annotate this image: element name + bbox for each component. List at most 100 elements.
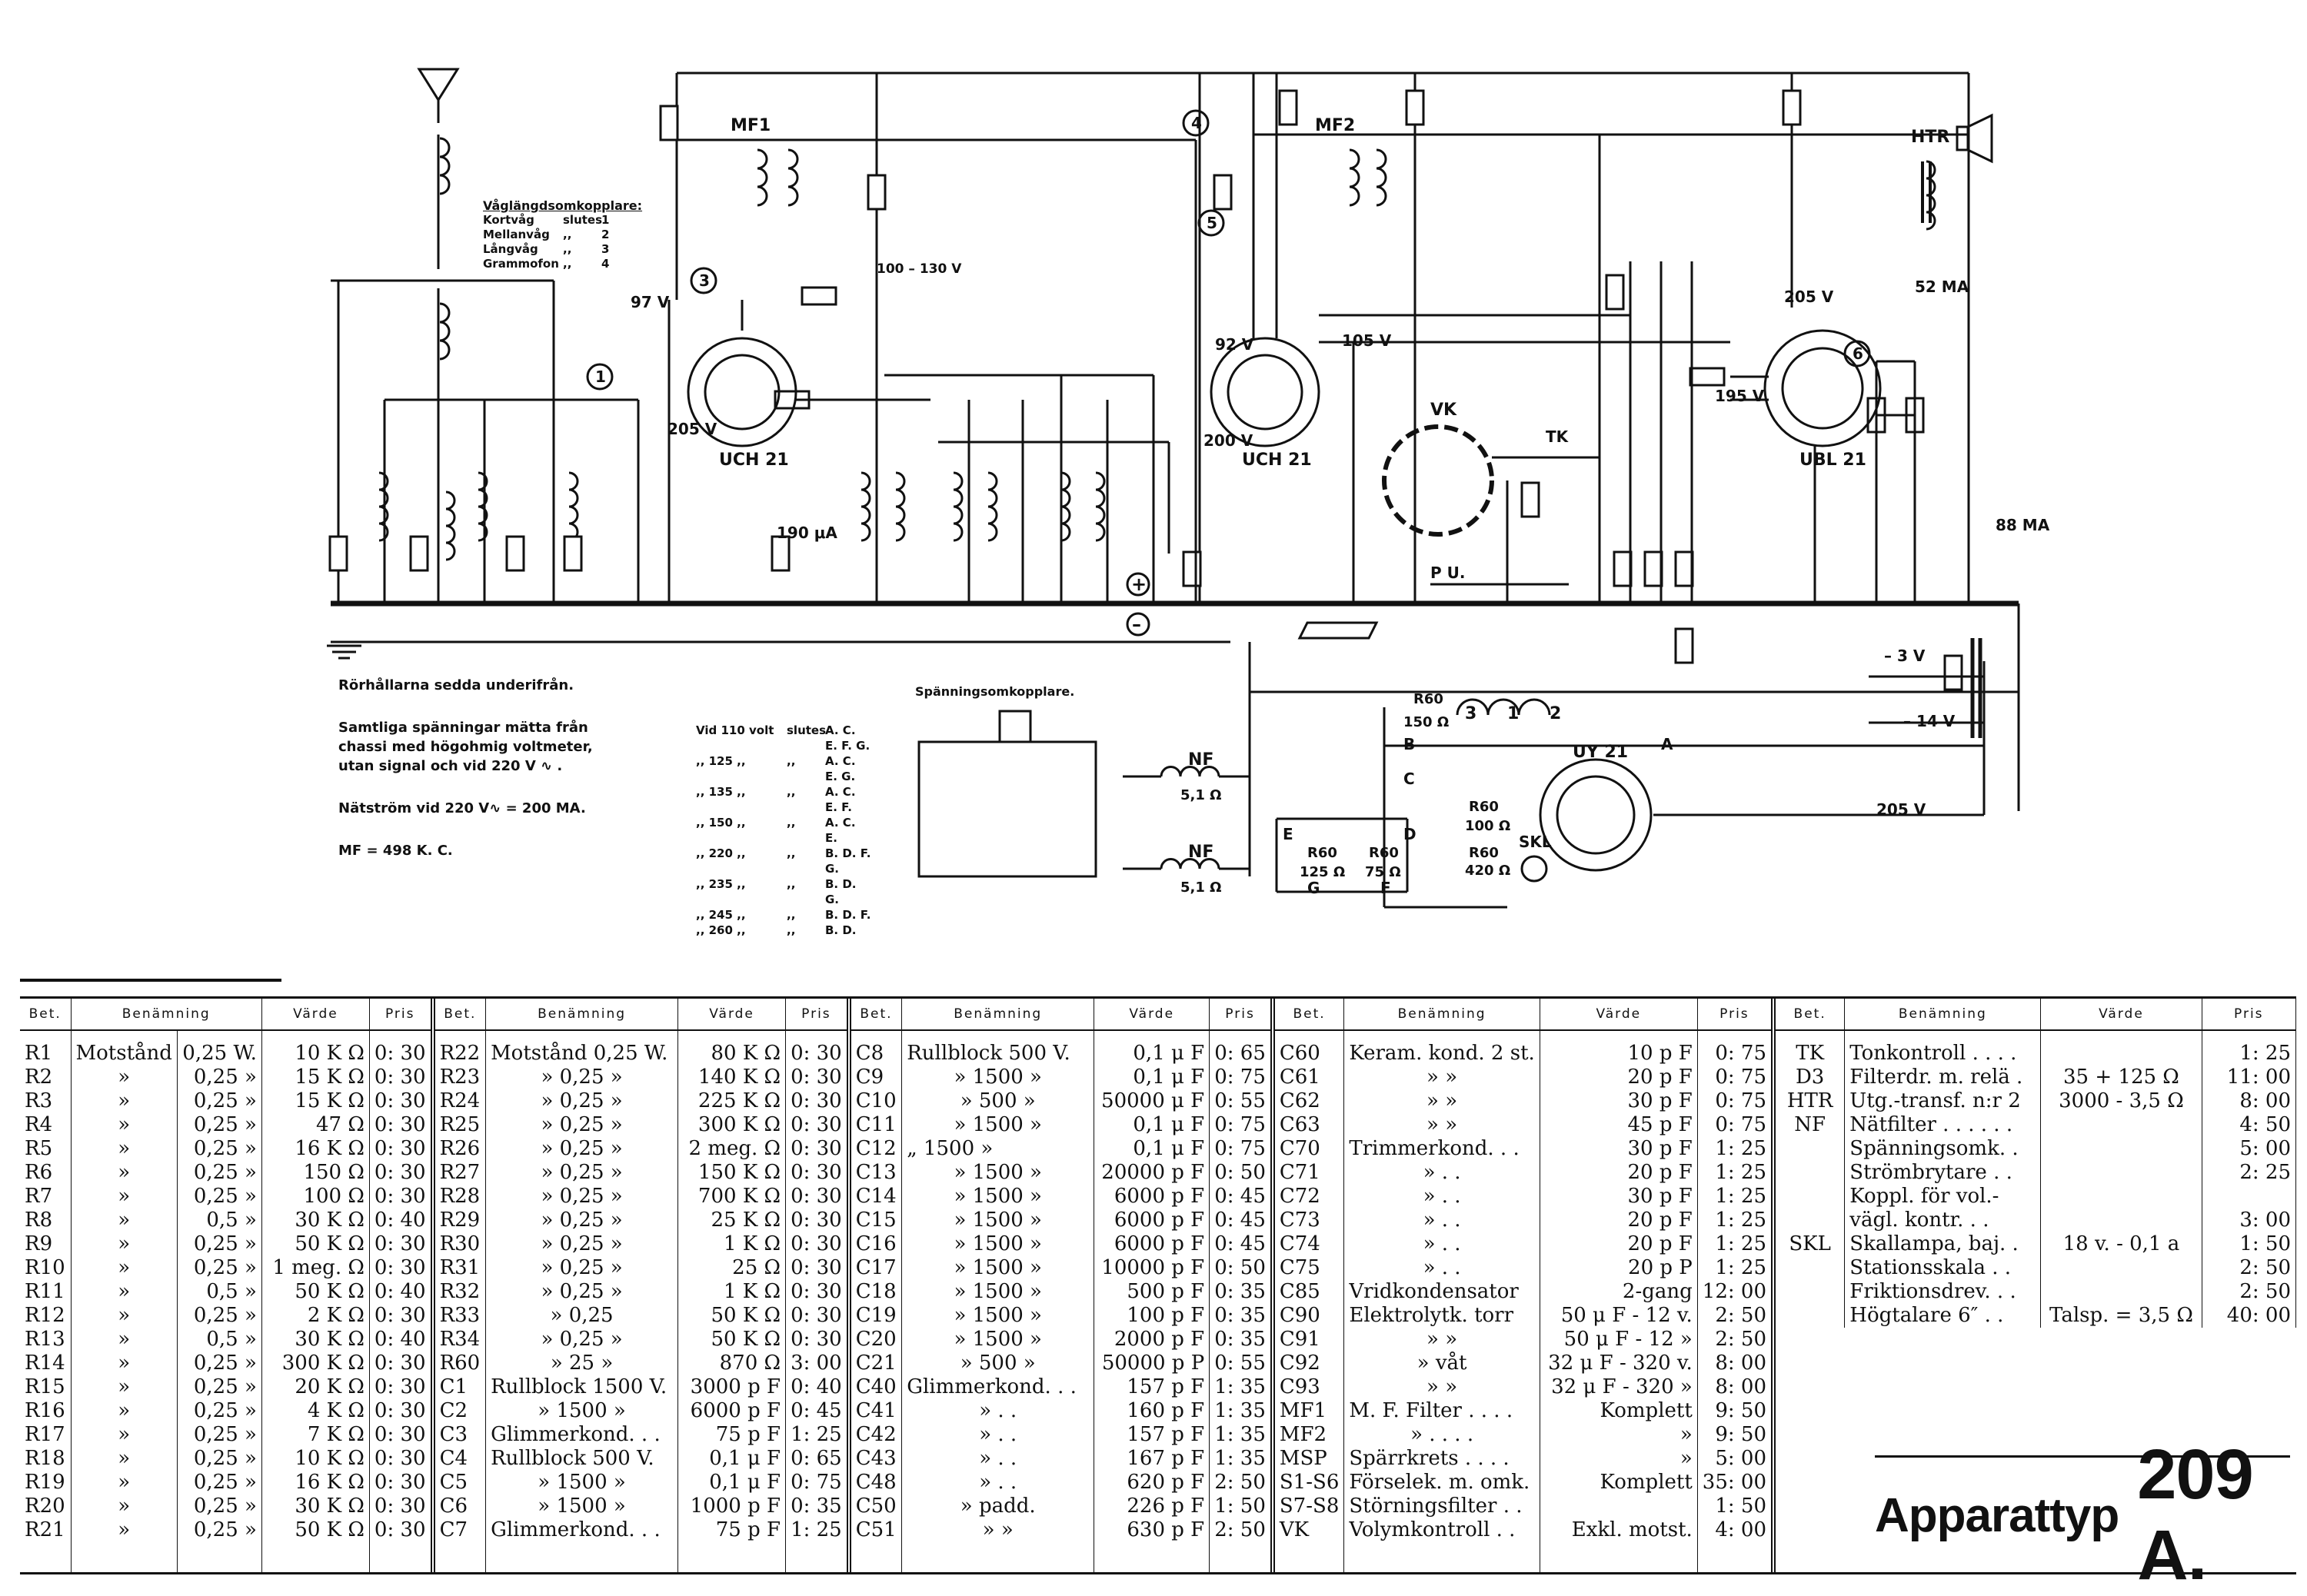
table-cell: C48 bbox=[851, 1471, 903, 1495]
table-cell: 75 p F bbox=[677, 1423, 787, 1447]
table-cell: 32 μ F - 320 » bbox=[1540, 1375, 1698, 1399]
table-cell: » bbox=[71, 1495, 178, 1518]
table-cell: C63 bbox=[1274, 1113, 1345, 1137]
table-cell: » 1500 » bbox=[901, 1304, 1095, 1328]
table-cell: 10 K Ω bbox=[261, 1030, 370, 1066]
plus-terminal-icon bbox=[1126, 572, 1150, 597]
table-cell: 50000 μ F bbox=[1094, 1089, 1210, 1113]
table-cell: 1: 35 bbox=[1209, 1375, 1273, 1399]
table-cell: 0: 75 bbox=[1697, 1089, 1774, 1113]
table-cell: R16 bbox=[20, 1399, 72, 1423]
resistor-icon bbox=[771, 535, 791, 572]
table-cell: » bbox=[71, 1161, 178, 1185]
coil-icon bbox=[1349, 148, 1360, 207]
table-cell: 10000 p F bbox=[1094, 1256, 1210, 1280]
table-cell: 225 K Ω bbox=[677, 1089, 787, 1113]
resistor-icon bbox=[801, 286, 837, 306]
table-cell bbox=[2202, 1185, 2297, 1209]
table-cell: 0: 65 bbox=[785, 1447, 850, 1471]
schematic-label-sel-c: C bbox=[1403, 770, 1415, 788]
schematic-label-ohm75: 75 Ω bbox=[1365, 864, 1401, 880]
table-cell: R21 bbox=[20, 1518, 72, 1542]
coil-icon bbox=[1456, 698, 1551, 716]
schematic-label-tube3: UBL 21 bbox=[1799, 451, 1866, 470]
table-cell: 0: 75 bbox=[1697, 1113, 1774, 1137]
table-cell: Filterdr. m. relä . bbox=[1844, 1066, 2042, 1089]
schematic-label-mf1: MF1 bbox=[731, 116, 771, 135]
table-cell: C17 bbox=[851, 1256, 903, 1280]
coil-icon bbox=[445, 490, 456, 561]
schematic-label-ma88: 88 MA bbox=[1996, 516, 2050, 534]
table-cell: 9: 50 bbox=[1697, 1423, 1774, 1447]
table-row: C93» »32 μ F - 320 »8: 00 bbox=[1274, 1375, 1774, 1399]
table-cell: 16 K Ω bbox=[261, 1137, 370, 1161]
table-cell: C71 bbox=[1274, 1161, 1345, 1185]
table-cell: R20 bbox=[20, 1495, 72, 1518]
table-cell: 0,1 μ F bbox=[1094, 1113, 1210, 1137]
table-cell: NF bbox=[1776, 1113, 1846, 1137]
table-cell: 0: 40 bbox=[369, 1280, 434, 1304]
table-cell: » . . bbox=[1343, 1232, 1540, 1256]
table-cell: C61 bbox=[1274, 1066, 1345, 1089]
table-cell: 50000 p P bbox=[1094, 1352, 1210, 1375]
table-cell: 20000 p F bbox=[1094, 1161, 1210, 1185]
coil-icon bbox=[861, 471, 871, 542]
table-cell: 0: 30 bbox=[369, 1495, 434, 1518]
table-cell: 2: 50 bbox=[1209, 1518, 1273, 1542]
table-cell: 2: 50 bbox=[1697, 1328, 1774, 1352]
resistor-icon bbox=[1674, 627, 1694, 664]
table-cell: » bbox=[71, 1399, 178, 1423]
node-number: 5 bbox=[1207, 214, 1217, 232]
table-cell: Nätfilter . . . . . . bbox=[1844, 1113, 2042, 1137]
schematic-label-tap3: 2 bbox=[1550, 704, 1561, 723]
table-cell: 6000 p F bbox=[1094, 1232, 1210, 1256]
table-cell: » bbox=[71, 1447, 178, 1471]
table-cell: 1: 25 bbox=[1697, 1256, 1774, 1280]
table-cell: 0: 50 bbox=[1209, 1256, 1273, 1280]
table-cell: » bbox=[71, 1256, 178, 1280]
table-cell: C11 bbox=[851, 1113, 903, 1137]
table-cell: C50 bbox=[851, 1495, 903, 1518]
voltage-row-b: ,, bbox=[787, 846, 796, 860]
table-cell: R25 bbox=[434, 1113, 487, 1137]
table-cell: » 1500 » bbox=[901, 1328, 1095, 1352]
table-cell: » bbox=[71, 1113, 178, 1137]
schematic-label-r60a: R60 bbox=[1413, 691, 1443, 707]
table-cell: C19 bbox=[851, 1304, 903, 1328]
schematic-label-v200: 200 V bbox=[1203, 431, 1253, 450]
band-switch-pos: 2 bbox=[601, 228, 610, 241]
table-cell: 20 K Ω bbox=[261, 1375, 370, 1399]
voltage-row-c: A. C. E. bbox=[825, 816, 856, 845]
table-cell: C12 bbox=[851, 1137, 903, 1161]
table-cell: 0: 30 bbox=[369, 1089, 434, 1113]
schematic-label-sel-f: F bbox=[1380, 879, 1391, 897]
table-cell: SKL bbox=[1776, 1232, 1846, 1256]
table-row: Stationsskala . .2: 50 bbox=[1776, 1256, 2297, 1280]
table-cell: 20 p F bbox=[1540, 1066, 1698, 1089]
table-cell: C70 bbox=[1274, 1137, 1345, 1161]
schematic-label-v195: 195 V bbox=[1715, 387, 1765, 405]
band-switch-mark: ,, bbox=[563, 228, 572, 241]
voltage-row-a: ,, 150 ,, bbox=[696, 816, 746, 830]
table-cell: 3000 p F bbox=[677, 1375, 787, 1399]
table-cell: Trimmerkond. . . bbox=[1343, 1137, 1540, 1161]
table-cell: 50 K Ω bbox=[261, 1232, 370, 1256]
nf-filter-label: NF bbox=[1188, 750, 1213, 770]
table-cell: 157 p F bbox=[1094, 1423, 1210, 1447]
